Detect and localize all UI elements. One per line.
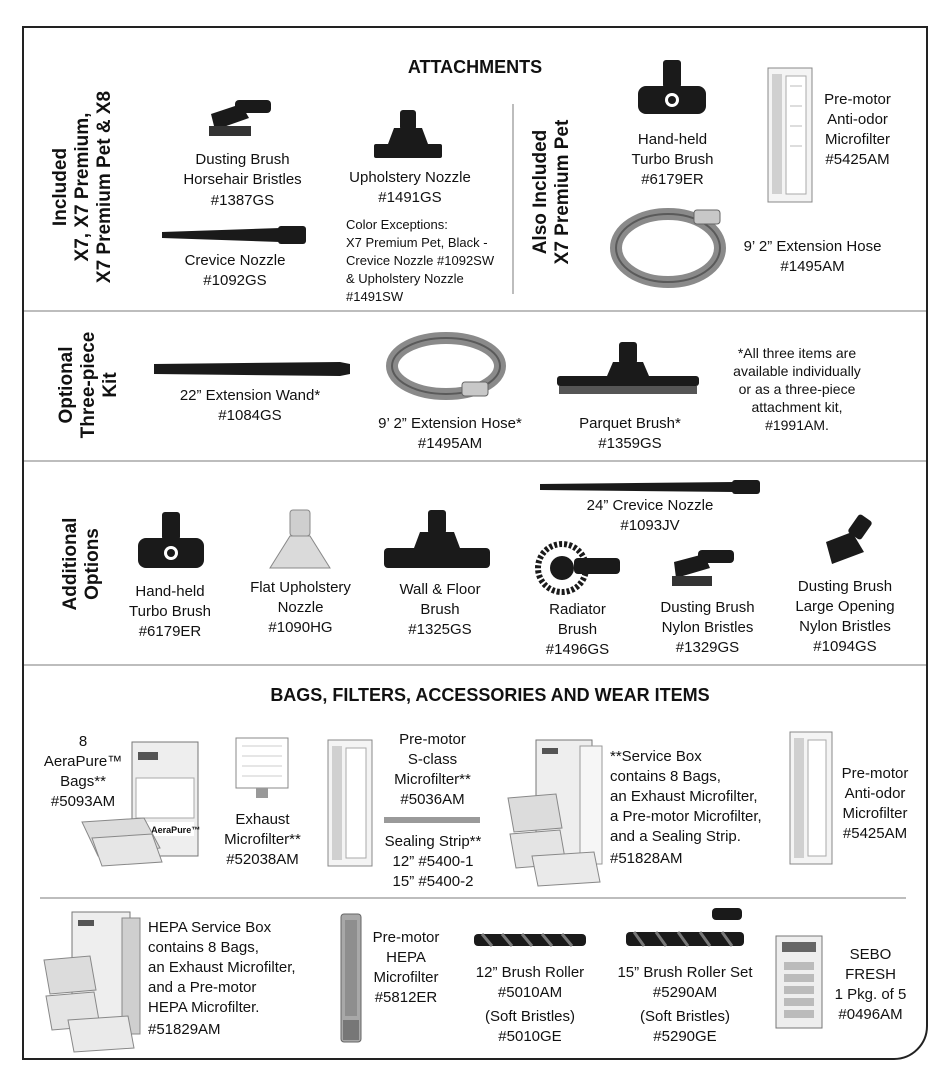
sealing-name: Sealing Strip** [384, 833, 482, 850]
extension-wand-image [154, 362, 350, 376]
bags-heading: BAGS, FILTERS, ACCESSORIES AND WEAR ITEM… [270, 685, 710, 705]
aerapure-code: #5093AM [50, 793, 116, 810]
radiator-code: #1496GS [545, 641, 610, 658]
roller15-image [626, 908, 744, 947]
crevice-nozzle-name: Crevice Nozzle [184, 252, 286, 269]
hepa-filter-name: Pre-motor HEPA Microfilter [372, 929, 440, 986]
extension-hose-code: #1495AM [780, 258, 845, 275]
roller12-code: #5010AM [497, 984, 563, 1001]
sclass-name: Pre-motor S-class Microfilter** [394, 731, 471, 788]
parquet-code: #1359GS [598, 435, 662, 452]
service-box-text: **Service Box contains 8 Bags, an Exhaus… [610, 748, 762, 845]
divider [512, 104, 514, 294]
add-turbo-code: #6179ER [138, 623, 202, 640]
crevice24-name: 24” Crevice Nozzle [586, 497, 714, 514]
sclass-microfilter-image [327, 739, 373, 867]
hepa-microfilter-image [340, 913, 362, 1043]
upholstery-nozzle-name: Upholstery Nozzle [349, 169, 471, 186]
add-turbo-brush-image [138, 512, 204, 568]
roller15-soft-code: #5290GE [653, 1028, 717, 1045]
upholstery-nozzle-code: #1491GS [378, 189, 442, 206]
aerapure-name: 8 AeraPure™ Bags** [43, 733, 123, 790]
exhaust-code: #52038AM [226, 851, 299, 868]
roller15-name: 15” Brush Roller Set [617, 964, 753, 981]
dusting-brush-image [209, 100, 271, 136]
divider [24, 310, 926, 312]
extension-hose-name: 9’ 2” Extension Hose [743, 238, 882, 255]
fresh-name: SEBO FRESH 1 Pkg. of 5 [834, 946, 907, 1003]
sebo-fresh-image [775, 935, 823, 1029]
extension-hose-image [610, 208, 726, 288]
divider [40, 897, 906, 899]
kit-note: *All three items are available individua… [733, 345, 861, 433]
roller12-soft-code: #5010GE [498, 1028, 562, 1045]
wall-floor-code: #1325GS [408, 621, 472, 638]
included-label: Included X7, X7 Premium, X7 Premium Pet … [50, 90, 115, 284]
sealing-strip-image [384, 817, 480, 823]
radiator-brush-image [535, 541, 620, 595]
fresh-code: #0496AM [838, 1006, 903, 1023]
antiodor-filter-image-2 [789, 731, 833, 865]
divider [24, 460, 926, 462]
turbo-brush-name: Hand-held Turbo Brush [631, 131, 714, 168]
flat-upholstery-code: #1090HG [268, 619, 333, 636]
roller12-image [474, 933, 586, 947]
service-box-image [507, 739, 603, 887]
antiodor-filter-image [767, 67, 813, 203]
roller15-code: #5290AM [652, 984, 718, 1001]
optional-kit-label: Optional Three-piece Kit [56, 331, 121, 439]
add-turbo-name: Hand-held Turbo Brush [129, 583, 211, 620]
turbo-brush-code: #6179ER [641, 171, 704, 188]
optional-hose-image [386, 332, 506, 400]
antiodor-code: #5425AM [825, 151, 890, 168]
hepa-box-text: HEPA Service Box contains 8 Bags, an Exh… [148, 919, 296, 1016]
dusting-nylon-code: #1329GS [675, 639, 740, 656]
page-frame [22, 26, 928, 1060]
dusting-large-code: #1094GS [813, 638, 877, 655]
flat-upholstery-image [269, 509, 331, 569]
color-exceptions-note: Color Exceptions: X7 Premium Pet, Black … [346, 217, 495, 304]
roller12-soft: (Soft Bristles) [484, 1008, 575, 1025]
dusting-brush-name: Dusting Brush Horsehair Bristles [183, 151, 302, 188]
optional-hose-code: #1495AM [417, 435, 483, 452]
dusting-nylon-name: Dusting Brush Nylon Bristles [660, 599, 755, 636]
wand-name: 22” Extension Wand* [179, 387, 321, 404]
parquet-name: Parquet Brush* [579, 415, 681, 432]
wall-floor-brush-image [384, 510, 490, 568]
exhaust-name: Exhaust Microfilter** [224, 811, 301, 848]
sclass-code: #5036AM [400, 791, 465, 808]
hepa-filter-code: #5812ER [374, 989, 438, 1006]
aerapure-box-label: 8 AeraPure™ [144, 825, 200, 835]
roller12-name: 12” Brush Roller [475, 964, 585, 981]
dusting-brush-code: #1387GS [210, 192, 275, 209]
antiodor2-code: #5425AM [842, 825, 908, 842]
service-box-code: #51828AM [610, 850, 683, 867]
hepa-box-code: #51829AM [148, 1021, 221, 1038]
dusting-large-image [826, 514, 872, 564]
dusting-large-name: Dusting Brush Large Opening Nylon Bristl… [795, 578, 895, 635]
divider [24, 664, 926, 666]
turbo-brush-image [638, 60, 706, 114]
attachments-heading: ATTACHMENTS [407, 57, 543, 77]
aerapure-bags-image: 8 AeraPure™ [81, 741, 200, 867]
flat-upholstery-name: Flat Upholstery Nozzle [250, 579, 351, 616]
parquet-brush-image [557, 342, 699, 394]
crevice24-image [540, 480, 760, 494]
dusting-nylon-image [672, 550, 734, 586]
also-included-label: Also Included X7 Premium Pet [530, 119, 573, 265]
roller15-soft: (Soft Bristles) [639, 1008, 730, 1025]
exhaust-microfilter-image [235, 737, 289, 798]
wall-floor-name: Wall & Floor Brush [399, 581, 481, 618]
optional-hose-name: 9’ 2” Extension Hose* [378, 415, 522, 432]
crevice-nozzle-image [162, 226, 306, 244]
sealing-codes: 12” #5400-1 15” #5400-2 [392, 853, 474, 890]
antiodor-name: Pre-motor Anti-odor Microfilter [824, 91, 891, 148]
radiator-name: Radiator Brush [549, 601, 606, 638]
wand-code: #1084GS [218, 407, 282, 424]
upholstery-nozzle-image [374, 110, 442, 158]
antiodor2-name: Pre-motor Anti-odor Microfilter [841, 765, 909, 822]
crevice-nozzle-code: #1092GS [203, 272, 267, 289]
hepa-service-box-image [43, 911, 141, 1053]
crevice24-code: #1093JV [620, 517, 680, 534]
